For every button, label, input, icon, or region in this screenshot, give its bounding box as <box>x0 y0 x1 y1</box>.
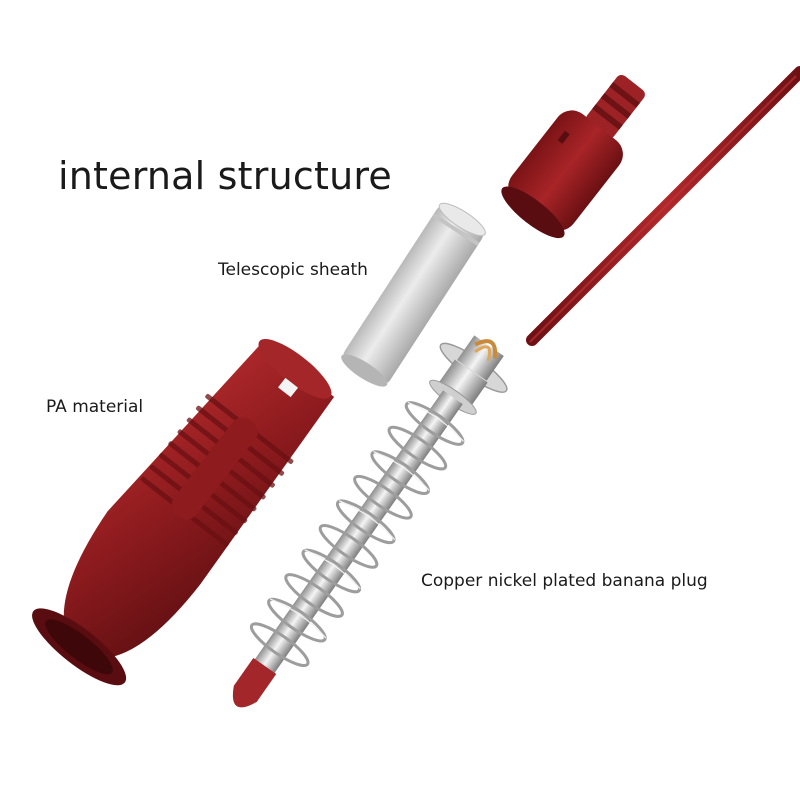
pa-material-label: PA material <box>46 397 144 417</box>
telescopic-sheath <box>341 202 486 387</box>
banana-plug-pin <box>232 335 508 708</box>
lead-wire <box>526 66 800 346</box>
rear-cap <box>501 75 645 239</box>
pa-material-body <box>32 339 335 686</box>
page-title: internal structure <box>58 154 392 198</box>
banana-plug-label: Copper nickel plated banana plug <box>421 571 708 591</box>
telescopic-sheath-label: Telescopic sheath <box>218 260 368 280</box>
